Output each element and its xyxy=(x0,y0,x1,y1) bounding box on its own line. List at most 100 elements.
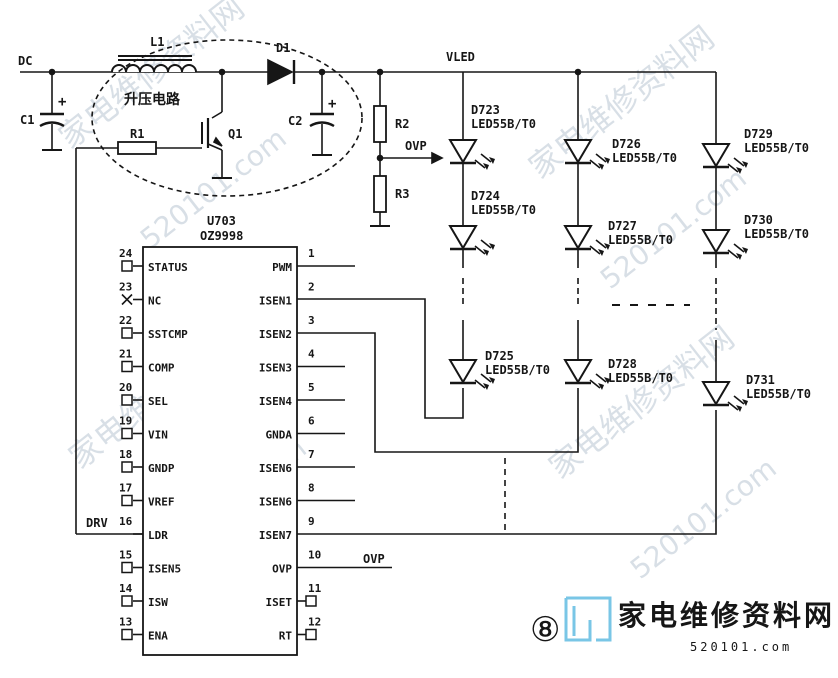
ovp-arrow-icon xyxy=(431,151,444,165)
pin-number: 12 xyxy=(308,616,321,629)
pin-pad xyxy=(121,595,133,607)
pin-name: COMP xyxy=(148,362,175,375)
boost-circuit-outline xyxy=(91,39,363,197)
pin-number: 8 xyxy=(308,482,315,495)
ovp-sense-label: OVP xyxy=(405,139,427,153)
light-arrowhead xyxy=(742,247,748,254)
logo-url: 520101.com xyxy=(690,640,792,654)
light-arrowhead xyxy=(489,157,495,164)
q1-source xyxy=(207,143,223,151)
pin-name: ISET xyxy=(266,596,293,609)
pin-pad xyxy=(121,260,133,272)
logo-text: 家电维修资料网 xyxy=(618,599,835,632)
light-emission-icon xyxy=(589,239,607,255)
pin-name: PWM xyxy=(272,261,292,274)
ic-body xyxy=(142,246,298,656)
light-arrowhead xyxy=(604,243,610,250)
pin-pad xyxy=(121,360,133,373)
pin-pad xyxy=(121,427,133,440)
pin-pad xyxy=(121,628,133,641)
led-part: LED55B/T0 xyxy=(485,363,550,377)
r3-label: R3 xyxy=(395,187,409,201)
light-arrowhead xyxy=(483,383,489,390)
pin-name: GNDP xyxy=(148,462,175,475)
led-triangle xyxy=(701,143,731,168)
pin-number: 22 xyxy=(119,314,132,327)
led-ref: D723 xyxy=(471,103,500,117)
led-part: LED55B/T0 xyxy=(744,141,809,155)
led-part: LED55B/T0 xyxy=(608,233,673,247)
pin-number: 20 xyxy=(119,381,132,394)
q1-label: Q1 xyxy=(228,127,242,141)
pin-number: 18 xyxy=(119,448,132,461)
light-arrowhead xyxy=(483,249,489,256)
pin-name: ISEN6 xyxy=(259,462,292,475)
dc-label: DC xyxy=(18,54,32,68)
pin-number: 6 xyxy=(308,415,315,428)
c1-label: C1 xyxy=(20,113,34,127)
no-connect-icon xyxy=(121,293,133,306)
pin-name: VREF xyxy=(148,496,175,509)
pin-number: 21 xyxy=(119,348,133,361)
light-arrowhead xyxy=(483,163,489,170)
inductor-l1 xyxy=(111,64,197,73)
c2-polarity: + xyxy=(328,96,336,112)
light-emission-icon xyxy=(727,243,745,259)
pin-number: 17 xyxy=(119,482,132,495)
pin-name: ISEN1 xyxy=(259,295,292,308)
l1-label: L1 xyxy=(150,35,164,49)
pin-name: ENA xyxy=(148,630,168,643)
pin-name: SEL xyxy=(148,395,168,408)
led-part: LED55B/T0 xyxy=(471,203,536,217)
light-emission-icon xyxy=(589,153,607,169)
logo-mark-icon xyxy=(564,596,612,642)
ic-part-label: OZ9998 xyxy=(200,229,243,243)
c2-plate-bottom xyxy=(309,121,335,128)
led-part: LED55B/T0 xyxy=(608,371,673,385)
led-part: LED55B/T0 xyxy=(471,117,536,131)
light-arrowhead xyxy=(742,161,748,168)
led-part: LED55B/T0 xyxy=(612,151,677,165)
resistor-r2 xyxy=(373,105,387,143)
led-ref: D724 xyxy=(471,189,500,203)
led-triangle xyxy=(563,139,593,164)
pin-pad xyxy=(121,461,133,473)
pin-name: VIN xyxy=(148,429,168,442)
pin-name: LDR xyxy=(148,529,168,542)
q1-arrow xyxy=(212,136,223,147)
light-emission-icon xyxy=(589,373,607,389)
led-part: LED55B/T0 xyxy=(744,227,809,241)
led-triangle xyxy=(701,381,731,406)
ic-u703: U703 OZ9998 24STATUS23NC22SSTCMP21COMP20… xyxy=(119,214,392,656)
pin-number: 16 xyxy=(119,515,133,528)
pin-pad xyxy=(121,494,133,507)
led-triangle xyxy=(448,139,478,164)
boost-labels: DC C1 + L1 升压电路 D1 R1 Q1 C2 + R2 R3 OVP … xyxy=(18,35,475,201)
light-emission-icon xyxy=(474,153,492,169)
boost-text: 升压电路 xyxy=(124,91,181,108)
ic-right-pins: 1PWM2ISEN13ISEN24ISEN35ISEN46GNDA7ISEN68… xyxy=(259,247,392,643)
light-arrowhead xyxy=(489,377,495,384)
pin-number: 2 xyxy=(308,281,315,294)
pin-pad xyxy=(121,394,133,406)
ic-ref-label: U703 xyxy=(207,214,236,228)
led-triangle xyxy=(563,359,593,384)
